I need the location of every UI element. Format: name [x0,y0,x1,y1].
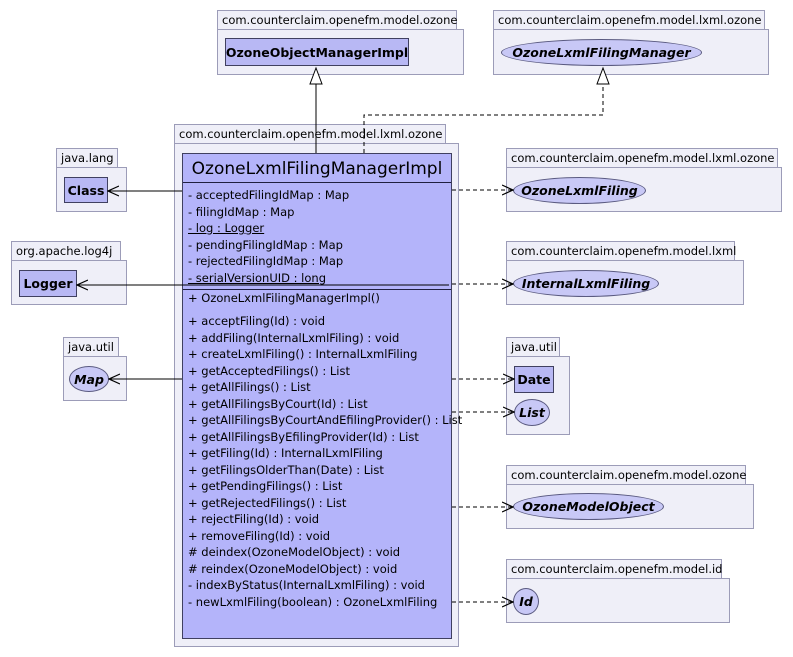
package-tab-log4j: org.apache.log4j [11,241,121,260]
field-item: - log : Logger [188,221,265,235]
method-item: # reindex(OzoneModelObject) : void [188,561,398,576]
interface-map[interactable]: Map [69,366,109,392]
method-item: + acceptFiling(Id) : void [188,314,326,328]
package-tab-java-util-right: java.util [506,337,560,356]
interface-list[interactable]: List [514,399,550,426]
class-ozone-object-manager-impl[interactable]: OzoneObjectManagerImpl [225,38,409,66]
class-class[interactable]: Class [64,177,108,203]
class-date[interactable]: Date [514,366,554,393]
package-tab-ozone-model: com.counterclaim.openefm.model.ozone [217,10,457,29]
package-model-id [506,578,730,623]
method-item: - indexByStatus(InternalLxmlFiling) : vo… [188,578,425,592]
package-tab-lxml-ozone-main: com.counterclaim.openefm.model.lxml.ozon… [174,124,446,143]
name-separator [183,182,451,183]
method-item: # deindex(OzoneModelObject) : void [188,545,401,559]
package-tab-java-lang: java.lang [56,148,118,167]
method-item: + rejectFiling(Id) : void [188,512,320,526]
field-separator [183,289,451,290]
package-tab-java-util-left: java.util [63,337,119,356]
method-item: + getFiling(Id) : InternalLxmlFiling [188,446,383,460]
package-tab-lxml-ozone-top: com.counterclaim.openefm.model.lxml.ozon… [493,10,765,29]
class-ozone-lxml-filing-manager-impl[interactable]: OzoneLxmlFilingManagerImpl - acceptedFil… [182,153,462,639]
method-item: + getRejectedFilings() : List [188,495,347,510]
class-logger[interactable]: Logger [19,270,77,297]
constructor-item: + OzoneLxmlFilingManagerImpl() [188,291,380,305]
interface-id[interactable]: Id [513,588,539,615]
package-tab-lxml: com.counterclaim.openefm.model.lxml [506,241,736,260]
method-item: + removeFiling(Id) : void [188,528,331,543]
method-item: - newLxmlFiling(boolean) : OzoneLxmlFili… [188,594,438,609]
method-item: + getAcceptedFilings() : List [188,363,350,378]
method-item: + getAllFilingsByCourt(Id) : List [188,396,368,411]
field-item: - acceptedFilingIdMap : Map [188,188,350,202]
method-item: + getAllFilings() : List [188,380,311,394]
interface-internal-lxml-filing[interactable]: InternalLxmlFiling [513,270,659,297]
package-tab-model-id: com.counterclaim.openefm.model.id [506,559,722,578]
interface-ozone-lxml-filing-manager[interactable]: OzoneLxmlFilingManager [501,39,702,66]
package-tab-lxml-ozone-right: com.counterclaim.openefm.model.lxml.ozon… [506,148,778,167]
class-name: OzoneLxmlFilingManagerImpl [191,159,443,179]
method-item: + getFilingsOlderThan(Date) : List [188,462,384,477]
field-item: - rejectedFilingIdMap : Map [188,254,344,268]
method-item: + addFiling(InternalLxmlFiling) : void [188,330,400,345]
interface-ozone-model-object[interactable]: OzoneModelObject [513,493,664,520]
field-item: - pendingFilingIdMap : Map [188,237,343,252]
interface-ozone-lxml-filing[interactable]: OzoneLxmlFiling [513,177,646,204]
package-tab-ozone-model-right: com.counterclaim.openefm.model.ozone [506,465,746,484]
field-item: - filingIdMap : Map [188,204,295,219]
method-item: + getPendingFilings() : List [188,479,343,493]
method-item: + getAllFilingsByCourtAndEfilingProvider… [188,413,463,427]
field-item: - serialVersionUID : long [188,270,326,285]
method-item: + getAllFilingsByEfilingProvider(Id) : L… [188,429,419,444]
method-item: + createLxmlFiling() : InternalLxmlFilin… [188,347,418,361]
